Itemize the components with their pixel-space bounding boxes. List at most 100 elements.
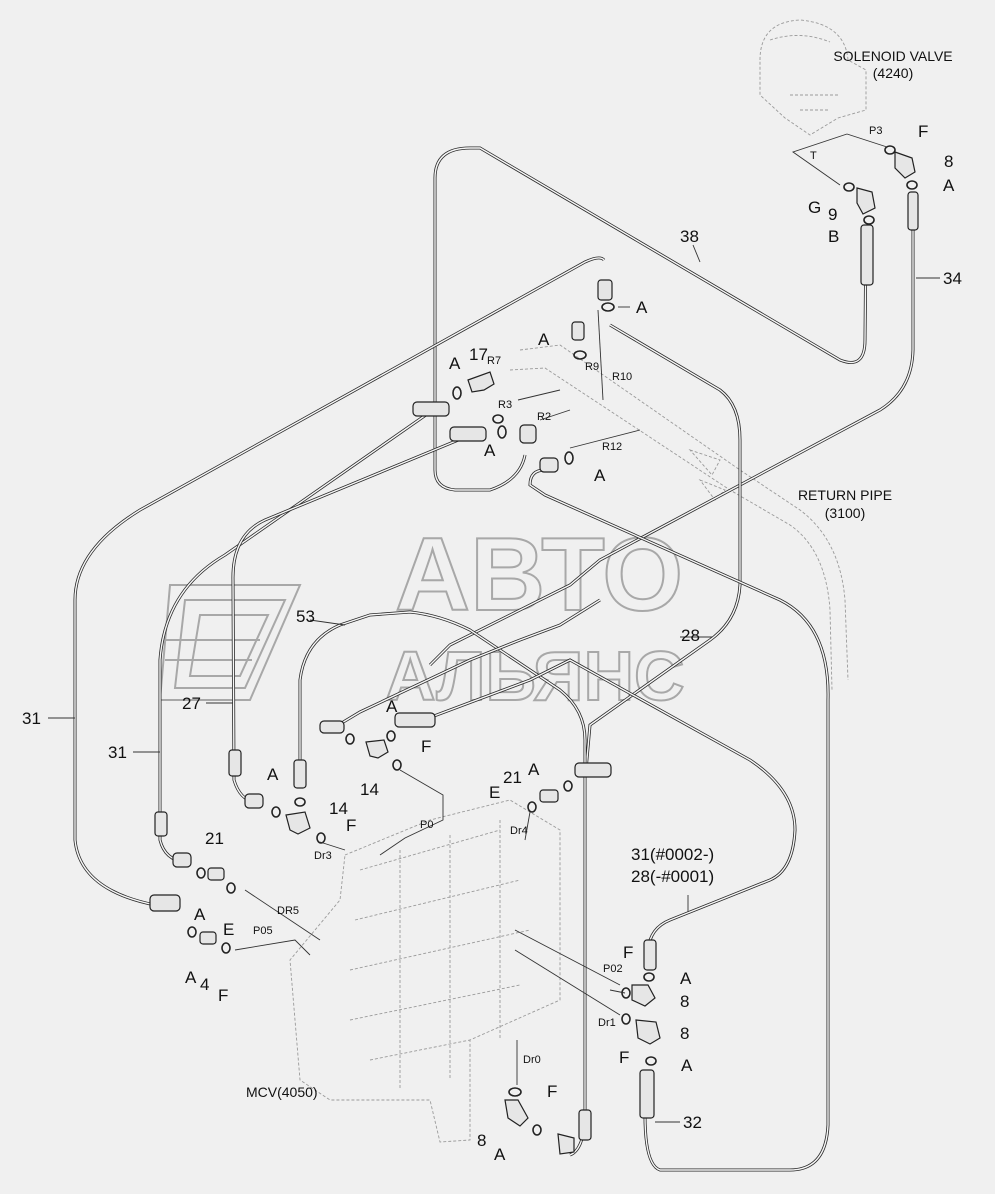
pipe-31-outer (73, 256, 606, 907)
port-p3: P3 (869, 125, 882, 137)
solenoid-valve-code: (4240) (873, 65, 913, 81)
seal-letters: F A G B A A A A A A F A F A E A E A F F … (185, 122, 955, 1164)
elbow-8-dr1 (635, 1019, 661, 1045)
port-dr5: DR5 (277, 905, 299, 917)
o-ring-r2 (497, 425, 507, 439)
port-dr1: Dr1 (598, 1017, 616, 1029)
fitting-53-lower (578, 1109, 592, 1141)
part-4-label: 4 (200, 975, 209, 994)
seal-f-mid: F (421, 737, 431, 756)
o-ring-f-dr1 (621, 1013, 631, 1025)
o-ring-a-dr0 (532, 1124, 542, 1136)
o-ring-a-21l (196, 867, 206, 879)
part-8-top-label: 8 (944, 152, 953, 171)
port-p0: P0 (420, 819, 433, 831)
o-ring-a-left14 (271, 806, 281, 818)
elbow-8-top (894, 151, 916, 179)
o-ring-r9 (573, 350, 587, 360)
leader-lines (48, 133, 940, 1123)
pipe-cross-mid (329, 598, 601, 732)
tee-17 (467, 371, 495, 393)
connector-4 (199, 931, 217, 945)
port-r7: R7 (487, 355, 501, 367)
seal-f-4: F (218, 986, 228, 1005)
fitting-27-r3 (449, 426, 487, 442)
o-ring-r3 (492, 414, 504, 424)
tee-14-lower (285, 811, 311, 835)
seal-f-left14: F (346, 816, 356, 835)
part-31-inner-label: 31 (108, 743, 127, 762)
part-14-lower-label: 14 (329, 799, 348, 818)
pipe-r3-loop (433, 454, 527, 492)
part-38-label: 38 (680, 227, 699, 246)
fitting-27-end (244, 793, 264, 809)
fitting-r12 (539, 457, 559, 473)
port-codes: P3 T R7 R9 R10 R3 R2 R12 P0 Dr3 Dr4 DR5 … (253, 125, 882, 1066)
o-ring-a-top (906, 180, 918, 190)
o-ring-f-dr0 (508, 1087, 522, 1097)
watermark-line1: АВТО (395, 517, 683, 633)
seal-a-r2: A (484, 441, 496, 460)
connectors (199, 151, 916, 1155)
tee-14-upper (365, 739, 389, 759)
part-21-right-label: 21 (503, 768, 522, 787)
port-dr0: Dr0 (523, 1054, 541, 1066)
o-ring-a-4 (187, 926, 197, 938)
seal-f-p02: F (623, 943, 633, 962)
pipe-38 (433, 146, 868, 470)
elbow-8-dr0 (504, 1099, 529, 1127)
mcv-title: MCV(4050) (246, 1084, 318, 1100)
fitting-r2 (519, 424, 537, 444)
seal-a-21r: A (528, 760, 540, 779)
o-ring-e-21r (527, 801, 537, 813)
o-ring-b (863, 215, 875, 225)
seal-e-21r: E (489, 783, 500, 802)
fitting-mid-upper (394, 712, 436, 728)
part-9-label: 9 (828, 205, 837, 224)
port-p05: P05 (253, 925, 273, 937)
fitting-r9-elbow (571, 321, 585, 341)
o-ring-a-21r (563, 780, 573, 792)
part-21-left-label: 21 (205, 829, 224, 848)
part-34-label: 34 (943, 269, 962, 288)
seal-a-r12: A (594, 466, 606, 485)
solenoid-valve-title: SOLENOID VALVE (833, 48, 952, 64)
o-ring-r12 (564, 451, 574, 465)
pipe-31-28-serial (409, 658, 797, 951)
port-r10: R10 (612, 371, 632, 383)
o-ring-f-top (884, 145, 896, 155)
fitting-53-end (293, 759, 307, 789)
seal-a-p02: A (680, 969, 692, 988)
o-ring-a-mid2 (386, 730, 396, 742)
part-8-p02-label: 8 (680, 992, 689, 1011)
seal-g: G (808, 198, 821, 217)
fitting-27-sleeve (228, 749, 242, 777)
mcv-outline (289, 799, 561, 1143)
captions: SOLENOID VALVE (4240) RETURN PIPE (3100)… (246, 48, 953, 1100)
fitting-31-inner-sleeve (154, 811, 168, 837)
fitting-hose-31-top (597, 279, 613, 301)
elbow-8-p02 (631, 984, 656, 1007)
o-ring-f-p02 (621, 987, 631, 999)
pipe-31-inner (158, 408, 434, 864)
port-dr3: Dr3 (314, 850, 332, 862)
fitting-32-end (639, 1069, 655, 1119)
pipe-28 (528, 468, 830, 1172)
o-rings (187, 145, 918, 1136)
part-8-dr0-label: 8 (477, 1131, 486, 1150)
port-r9: R9 (585, 361, 599, 373)
o-ring-a-dr1 (645, 1056, 657, 1066)
seal-a-mid: A (386, 697, 398, 716)
o-ring-e-21l (226, 882, 236, 894)
o-ring-g (843, 182, 855, 192)
seal-a-r9: A (538, 330, 550, 349)
o-ring-f-4 (221, 942, 231, 954)
seal-e-21l: E (223, 920, 234, 939)
part-53-label: 53 (296, 607, 315, 626)
fitting-31-r7 (412, 401, 450, 417)
o-ring-a-left14b (294, 797, 306, 807)
return-pipe-code: (3100) (825, 505, 865, 521)
return-pipe-title: RETURN PIPE (798, 487, 892, 503)
watermark-logo-mark (158, 584, 302, 701)
